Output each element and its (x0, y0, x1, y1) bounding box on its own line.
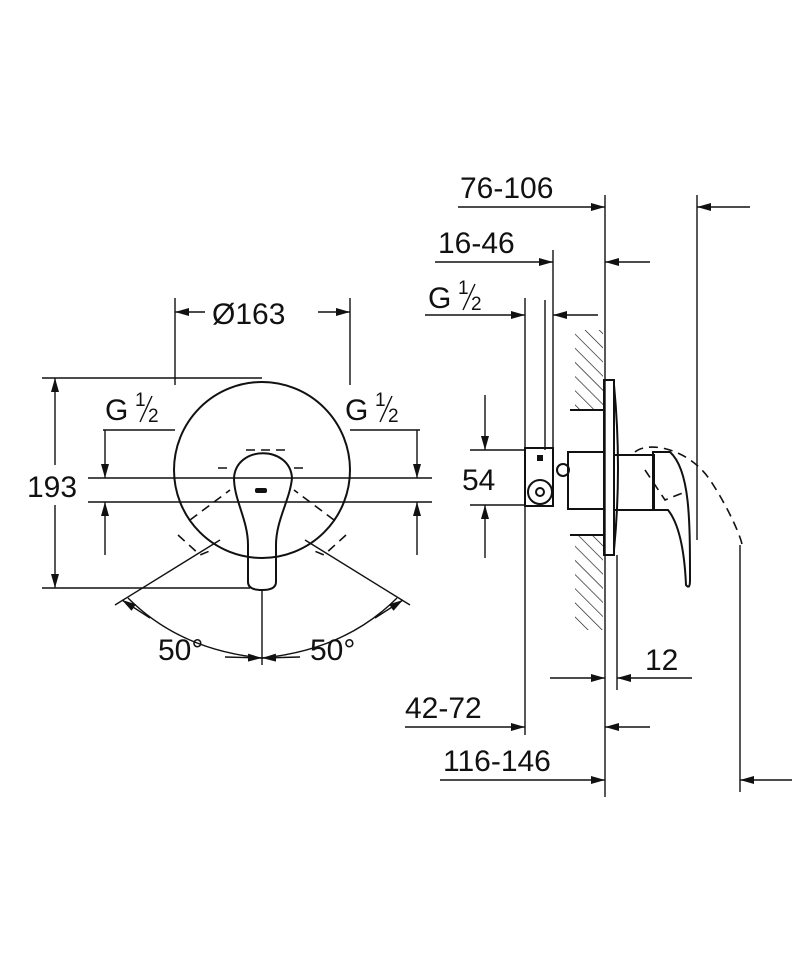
svg-text:1: 1 (458, 278, 469, 299)
svg-text:2: 2 (148, 406, 159, 427)
wall-upper (575, 330, 603, 410)
front-view: Ø163 193 G 1 2 G 1 2 50° 50° (27, 298, 432, 667)
svg-text:1: 1 (135, 390, 146, 411)
connection-label-right: G 1 2 (345, 390, 399, 427)
depth-total-label: 76-106 (460, 172, 553, 205)
svg-text:1: 1 (375, 390, 386, 411)
inlet-depth-label: 42-72 (405, 692, 482, 725)
side-view: 76-106 16-46 G 1 2 54 12 42-72 116-146 (405, 172, 792, 797)
connection-label: G 1 2 (428, 278, 482, 315)
handle-lever (232, 452, 294, 592)
angle-left-label: 50° (158, 634, 203, 667)
svg-text:G: G (345, 394, 368, 427)
height-label: 193 (27, 471, 77, 504)
angle-right-label: 50° (310, 634, 355, 667)
handle-mark (255, 488, 267, 493)
escutcheon-plate (173, 381, 351, 559)
svg-text:2: 2 (471, 294, 482, 315)
depth-body-label: 16-46 (438, 227, 515, 260)
spacing-label: 54 (462, 464, 495, 497)
svg-text:G: G (105, 394, 128, 427)
connection-label-left: G 1 2 (105, 390, 159, 427)
wall-lower (575, 535, 603, 630)
handle-lever (652, 451, 692, 588)
plate-label: 12 (645, 644, 678, 677)
diameter-label: Ø163 (212, 298, 285, 331)
overall-label: 116-146 (443, 745, 551, 778)
svg-text:2: 2 (388, 406, 399, 427)
svg-text:G: G (428, 282, 451, 315)
